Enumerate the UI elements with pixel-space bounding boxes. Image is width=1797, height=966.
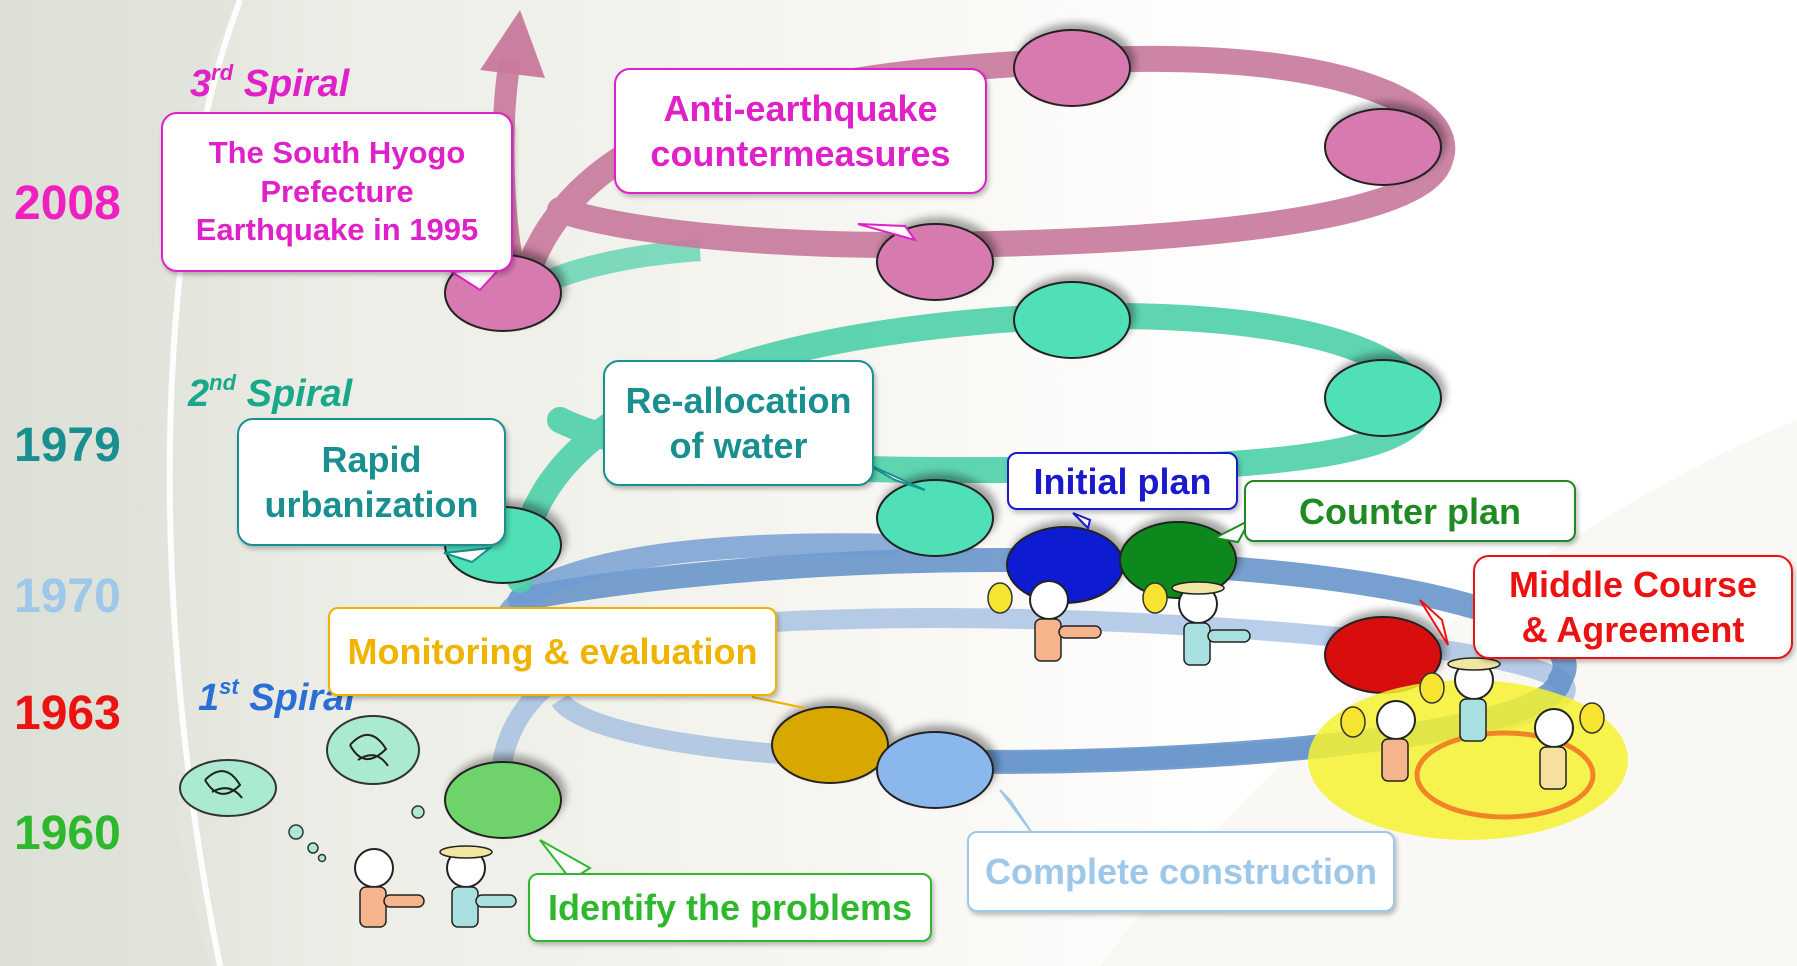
- year-label: 2008: [14, 177, 121, 230]
- spiral-label-third: 3rd Spiral: [190, 60, 350, 105]
- callout-monitoring-evaluation: Monitoring & evaluation: [328, 607, 777, 696]
- thought-clouds: [179, 715, 425, 863]
- node-monitoring: [771, 706, 889, 784]
- lightbulb-icon: [1142, 582, 1168, 614]
- year-label: 1979: [14, 419, 121, 472]
- node-pink-top: [1013, 29, 1131, 107]
- people-group-plan: [987, 580, 1251, 666]
- callout-tails: [443, 223, 1449, 882]
- people-group-agreement: [1340, 657, 1605, 790]
- year-label: 1960: [14, 807, 121, 860]
- node-pink-right: [1324, 108, 1442, 186]
- callout-initial-plan: Initial plan: [1007, 452, 1238, 510]
- node-green-right: [1324, 359, 1442, 437]
- thought-cloud-right: [326, 715, 420, 785]
- callout-middle-course-agreement: Middle Course& Agreement: [1473, 555, 1793, 659]
- spiral-arrowhead: [480, 10, 545, 78]
- node-pink-anti-earthquake: [876, 223, 994, 301]
- node-green-reallocation: [876, 479, 994, 557]
- lightbulb-icon: [1419, 672, 1445, 704]
- node-counter-plan: [1119, 521, 1237, 599]
- node-identify-problems: [444, 761, 562, 839]
- thought-cloud-left: [179, 759, 277, 817]
- lightbulb-icon: [1579, 702, 1605, 734]
- lightbulb-icon: [987, 582, 1013, 614]
- node-complete-construction: [876, 731, 994, 809]
- spiral-label-second: 2nd Spiral: [188, 370, 353, 415]
- callout-identify-problems: Identify the problems: [528, 873, 932, 942]
- year-label: 1963: [14, 687, 121, 740]
- people-group-identify: [354, 845, 517, 928]
- node-green-top: [1013, 281, 1131, 359]
- year-label: 1970: [14, 570, 121, 623]
- lightbulb-icon: [1340, 706, 1366, 738]
- callout-complete-construction: Complete construction: [967, 831, 1395, 912]
- callout-counter-plan: Counter plan: [1244, 480, 1576, 542]
